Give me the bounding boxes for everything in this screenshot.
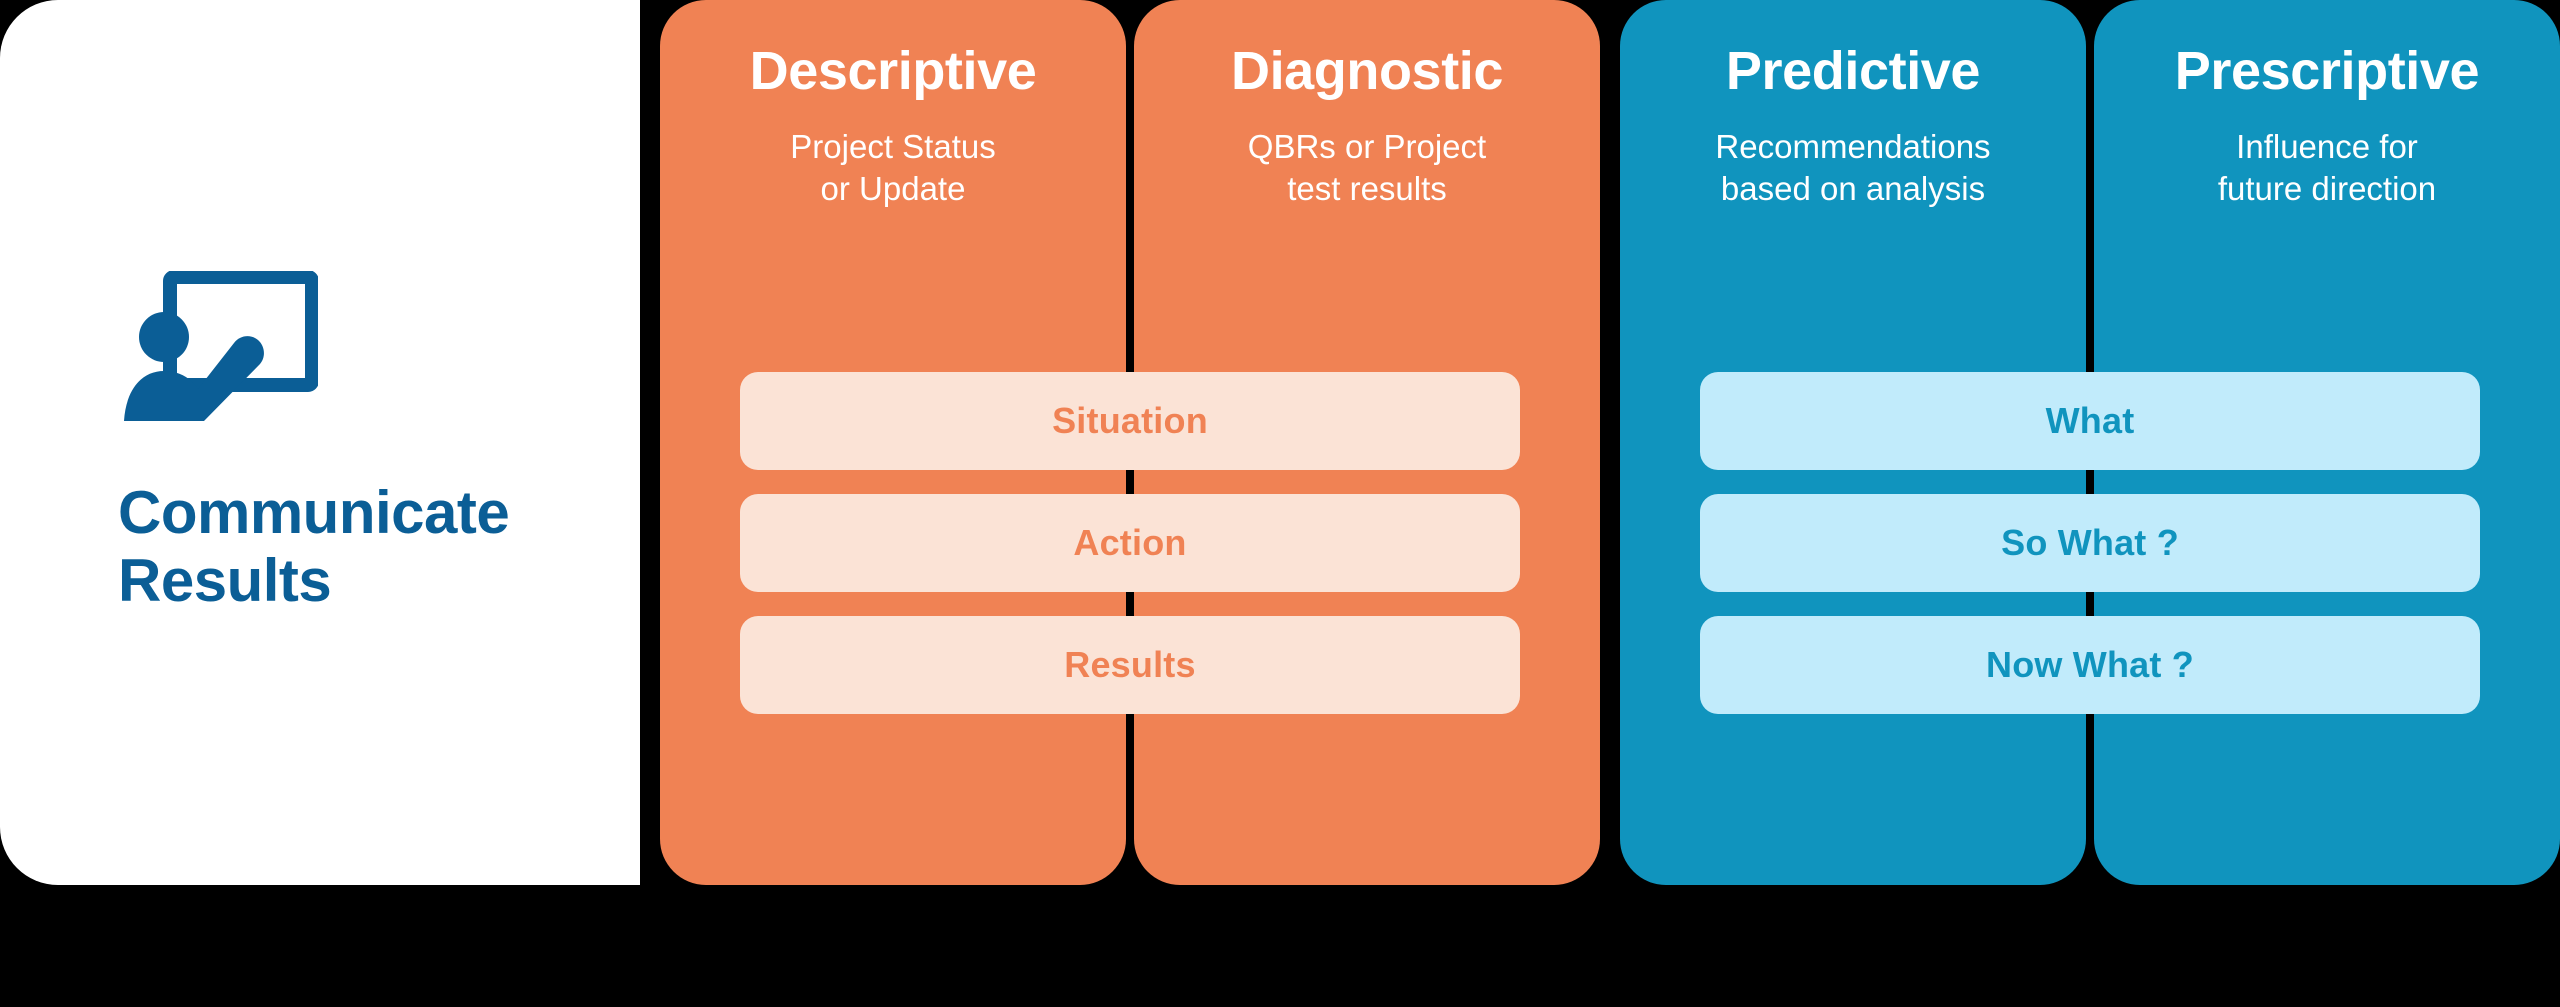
group-predictive-prescriptive: Predictive Recommendations based on anal… [1620, 0, 2560, 885]
panel-diagnostic[interactable]: Diagnostic QBRs or Project test results [1134, 0, 1600, 885]
panel-title-prescriptive: Prescriptive [2174, 41, 2480, 101]
communicate-results-card: Communicate Results [0, 0, 640, 885]
chip-action[interactable]: Action [740, 494, 1520, 592]
chip-so-what[interactable]: So What ? [1700, 494, 2480, 592]
panel-title-diagnostic: Diagnostic [1230, 41, 1504, 101]
panel-subtitle-prescriptive: Influence for future direction [2217, 128, 2437, 207]
chip-list-teal: What So What ? Now What ? [1700, 372, 2480, 714]
panel-title-predictive: Predictive [1725, 41, 1981, 101]
group-descriptive-diagnostic: Descriptive Project Status or Update Dia… [660, 0, 1600, 885]
panel-subtitle-diagnostic: QBRs or Project test results [1247, 128, 1487, 207]
chip-now-what[interactable]: Now What ? [1700, 616, 2480, 714]
panel-subtitle-predictive: Recommendations based on analysis [1715, 128, 1991, 207]
presentation-teacher-icon [118, 270, 319, 427]
panel-title-descriptive: Descriptive [749, 41, 1037, 101]
chip-list-orange: Situation Action Results [740, 372, 1520, 714]
page-title: Communicate Results [118, 479, 510, 614]
chip-situation[interactable]: Situation [740, 372, 1520, 470]
chip-what[interactable]: What [1700, 372, 2480, 470]
panel-row: Descriptive Project Status or Update Dia… [660, 0, 1600, 885]
panel-subtitle-descriptive: Project Status or Update [790, 128, 996, 207]
chip-results[interactable]: Results [740, 616, 1520, 714]
